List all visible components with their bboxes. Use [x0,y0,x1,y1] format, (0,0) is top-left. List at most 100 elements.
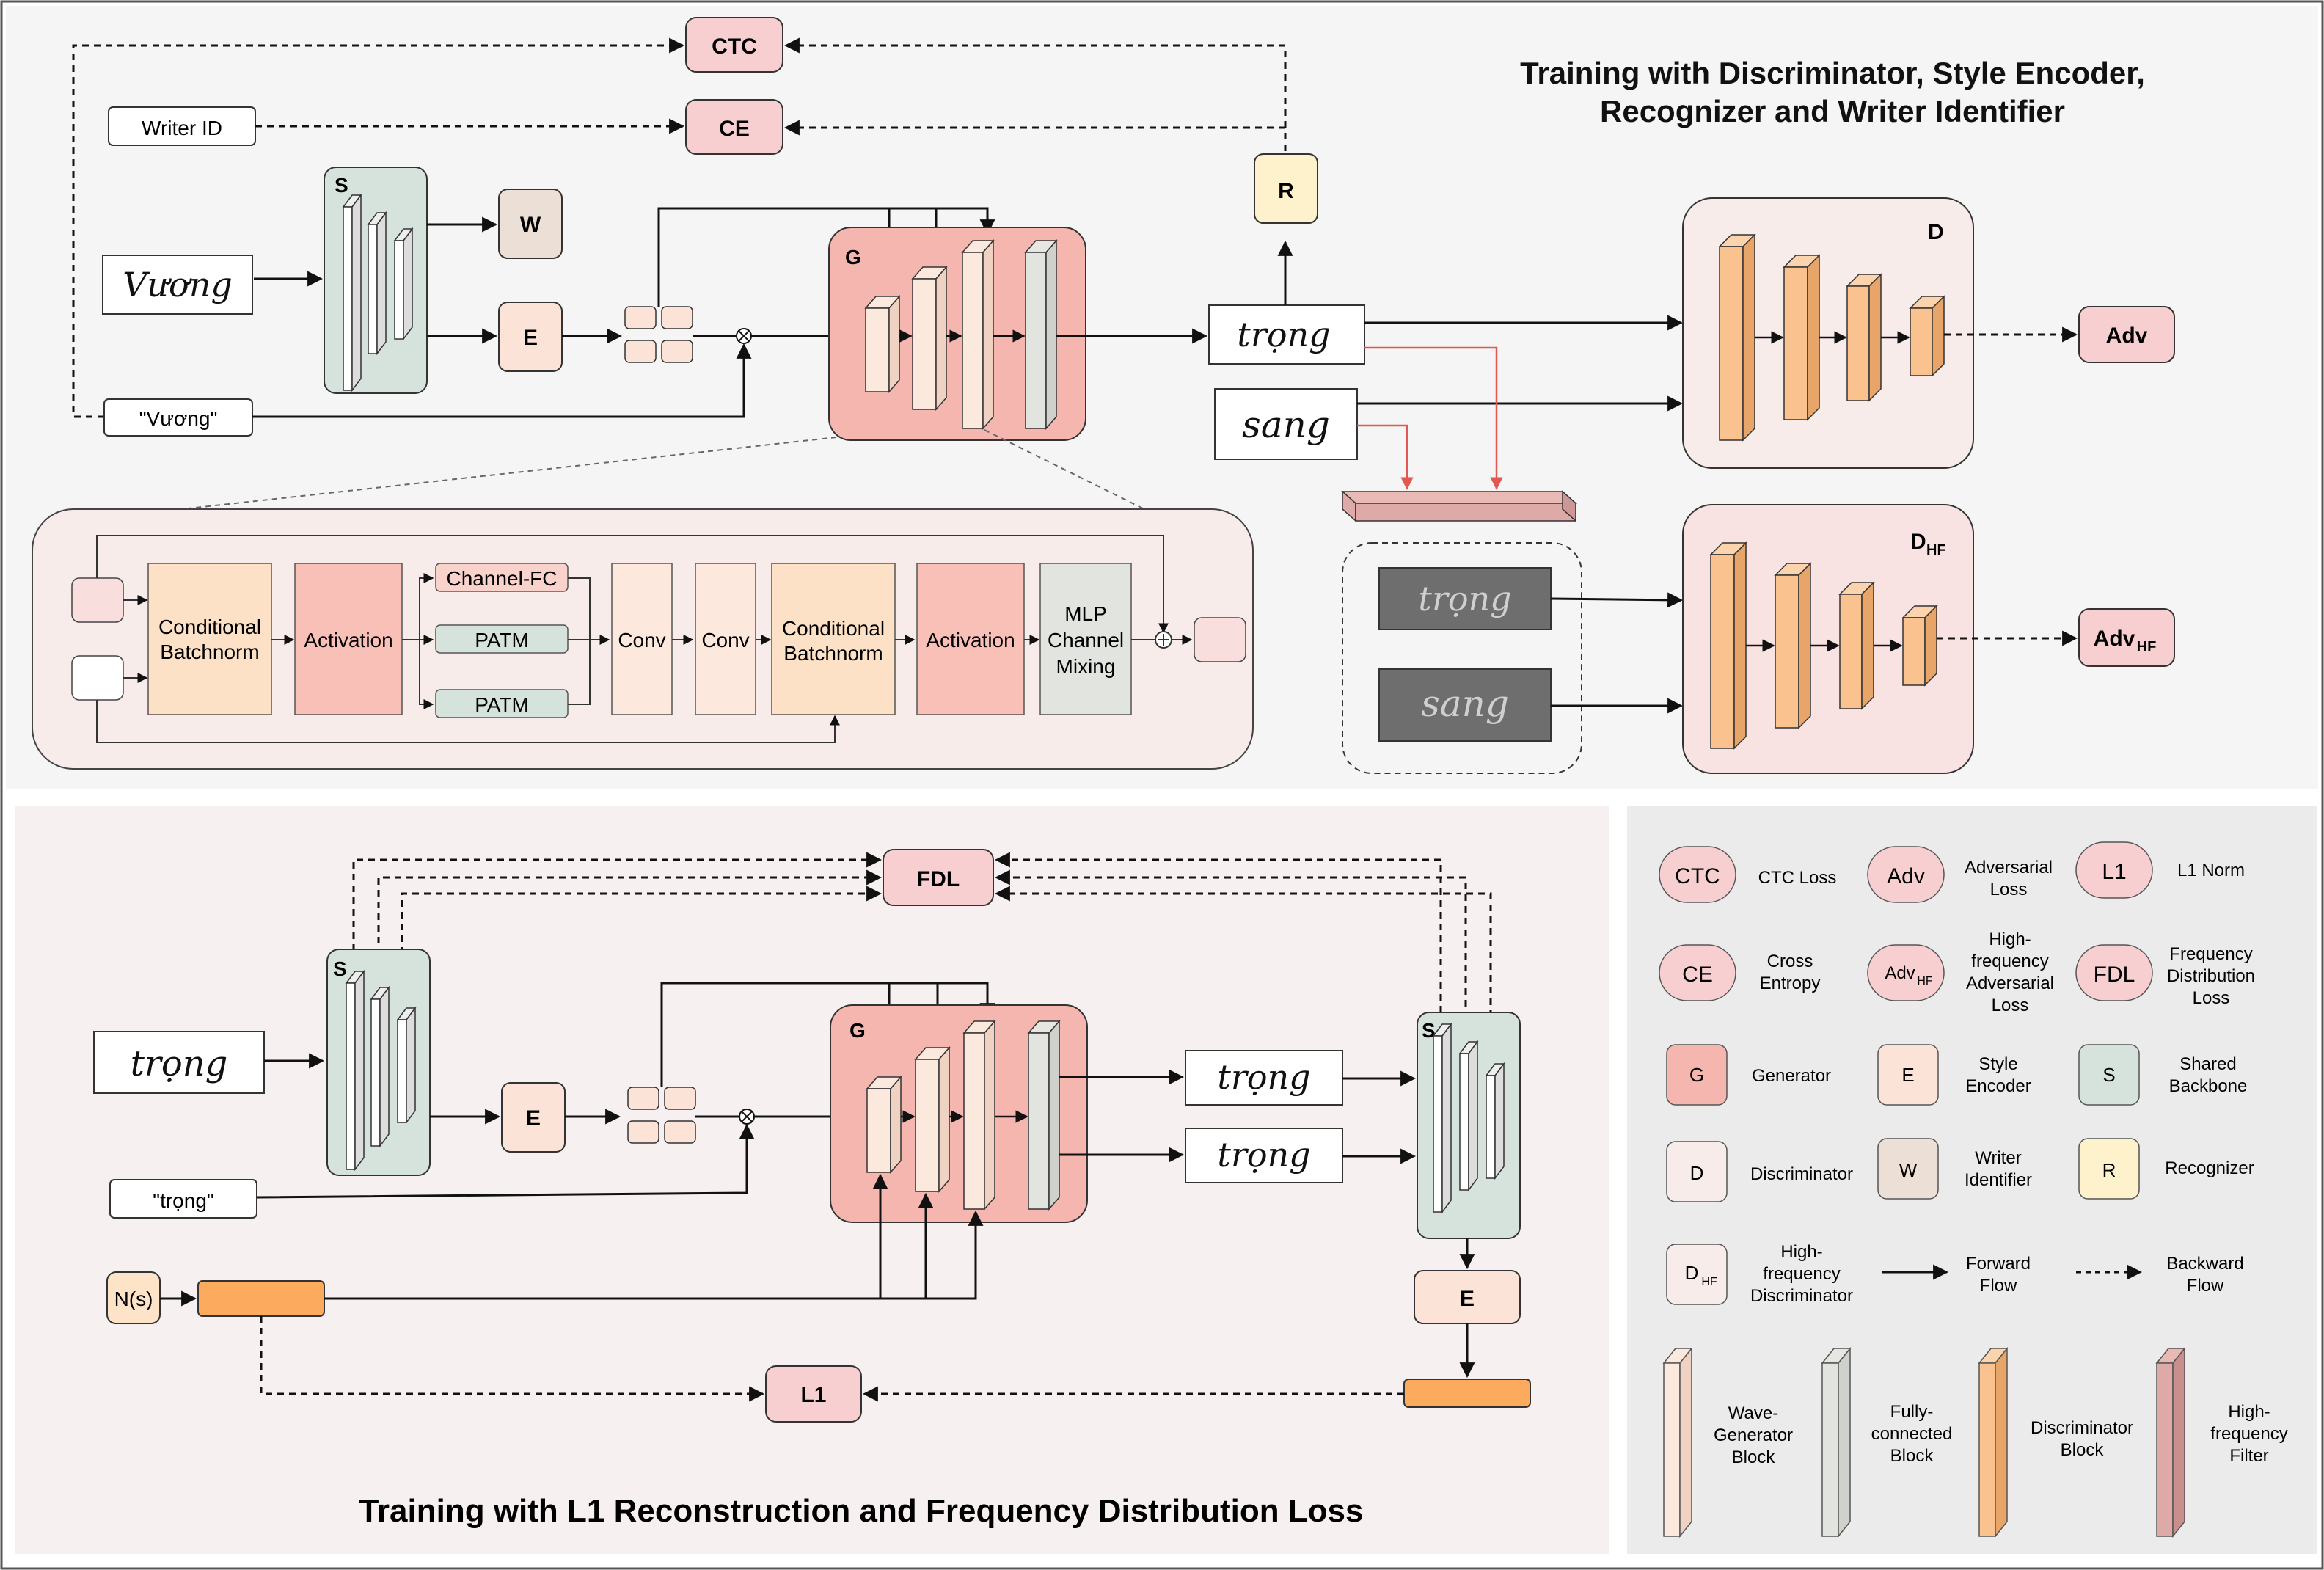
legend-w-symbol: W [1899,1159,1918,1181]
e-label-bottom-right: E [1460,1287,1475,1311]
legend-disc-block-icon [1978,1346,2009,1538]
block-input-style [71,655,124,701]
legend-ce-icon [1659,944,1736,1001]
recognizer-box [1254,153,1318,224]
activation-2-label: Activation [926,629,1015,651]
backbone-blocks-bottom [345,969,417,1172]
hf-image-group [1342,542,1582,774]
cond-batchnorm-1 [147,563,272,715]
l1-loss-box [765,1365,862,1423]
legend-dhf-symbol: D [1685,1262,1699,1284]
legend-r-symbol: R [2102,1159,2116,1181]
w-label: W [520,213,541,237]
hf-image-trong [1378,567,1552,630]
ce-loss-box [685,99,783,155]
block-input-feature [71,577,124,623]
legend-adv-symbol: Adv [1887,864,1925,888]
legend-advhf-symbol: Adv [1885,963,1915,983]
g-label-top: G [845,246,861,269]
dhf-sub-label: HF [1926,542,1946,558]
legend-panel [1627,806,2317,1554]
legend-s-icon [2078,1044,2140,1106]
g-label-bottom: G [849,1019,866,1042]
advhf-label: Adv [2094,627,2135,651]
fdl-loss-box [883,849,994,906]
adv-label: Adv [2106,324,2148,348]
top-title-line1: Training with Discriminator, Style Encod… [1520,56,2145,90]
legend-d-icon [1666,1141,1728,1202]
legend-advhf-sub: HF [1917,975,1933,987]
ce-label: CE [719,117,750,141]
backbone-blocks-top [342,193,414,392]
legend-l1-label: L1 Norm [2177,861,2245,880]
advhf-sub-label: HF [2137,639,2157,655]
adv-loss-box [2078,306,2175,363]
legend-l1-icon [2075,841,2153,899]
d-label: D [1928,220,1944,244]
block-output-feature [1194,617,1246,662]
wave-generator-blocks-top [864,239,1058,430]
legend-ctc-label: CTC Loss [1758,868,1837,888]
conv-1 [611,563,673,715]
r-label: R [1278,179,1294,203]
legend-fdl-icon [2075,944,2153,1001]
legend-g-icon [1666,1044,1728,1106]
conv-2 [695,563,756,715]
s-label-top: S [335,174,348,197]
activation-1 [294,563,403,715]
legend-e-symbol: E [1901,1064,1914,1086]
conv-2-label: Conv [701,629,749,651]
hf-word-sang: sang [1421,682,1509,725]
discriminator-panel [1682,197,1974,469]
backbone-blocks-bottom-right [1432,1022,1505,1214]
generated-image-top [1208,304,1365,365]
legend-adv-icon [1867,846,1945,903]
text-label-trong: "trọng" [153,1189,214,1212]
input-image-trong [93,1031,265,1094]
advhf-loss-box [2078,608,2175,667]
legend-dhf-icon [1666,1244,1728,1305]
s-label-bottom-right: S [1422,1019,1436,1042]
legend-l1-symbol: L1 [2102,860,2126,884]
input-image-vuong [102,255,253,315]
legend-d-label: Discriminator [1750,1164,1853,1184]
patm-1-label: PATM [475,629,529,651]
e-label-bottom-left: E [526,1106,541,1131]
legend-hf-filter-icon [2155,1346,2186,1538]
style-vector-top [624,306,693,363]
real-image-sang [1214,388,1358,460]
activation-2 [916,563,1025,715]
legend-r-label: Recognizer [2165,1158,2254,1178]
top-title-line2: Recognizer and Writer Identifier [1600,94,2065,128]
hf-word-trong: trọng [1418,579,1511,618]
noise-label: N(s) [114,1288,153,1310]
legend-s-symbol: S [2102,1064,2115,1086]
legend-dhf-sub: HF [1701,1276,1717,1288]
disc-blocks-hf [1709,541,1938,750]
text-label-vuong: "Vương" [139,407,218,430]
input-word-vuong: Vương [123,265,233,304]
legend-fc-block-icon [1821,1346,1852,1538]
ctc-label: CTC [712,34,757,59]
fdl-label: FDL [917,867,960,891]
s-label-bottom: S [333,957,347,980]
wave-generator-blocks-bottom [866,1020,1061,1211]
style-code-output [1403,1379,1531,1408]
bottom-title: Training with L1 Reconstruction and Freq… [359,1493,1363,1529]
real-word-sang: sang [1242,404,1330,446]
legend-g-label: Generator [1752,1066,1831,1086]
